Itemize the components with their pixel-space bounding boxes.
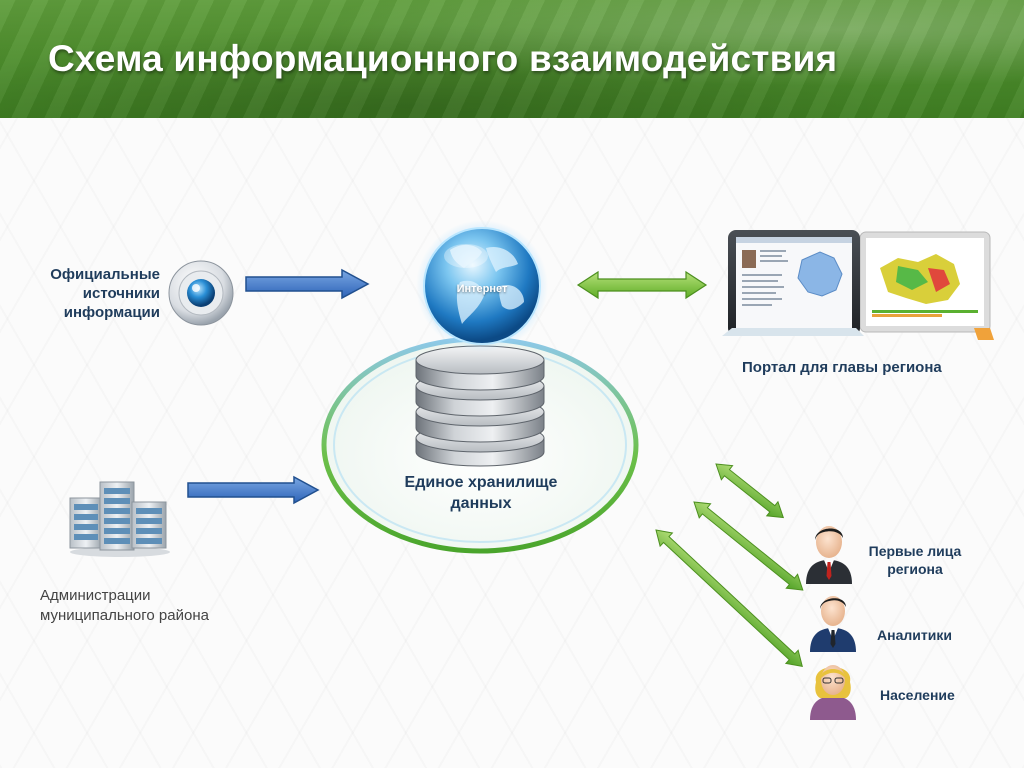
arrows-storage-to-users [655, 463, 804, 668]
population-avatar-icon [810, 665, 856, 720]
population-label: Население [880, 687, 955, 703]
first-persons-avatar-icon [806, 526, 852, 584]
official-sources-label: Официальные источники информации [50, 266, 160, 321]
storage-label: Единое хранилище данных [404, 474, 558, 512]
municipal-label: Администрации муниципального района [40, 587, 209, 624]
lens-icon [168, 260, 234, 326]
arrow-municipal-to-storage [187, 475, 320, 505]
globe-icon [416, 220, 548, 352]
analysts-avatar-icon [810, 596, 856, 652]
building-icon [69, 481, 170, 557]
analysts-label: Аналитики [877, 627, 952, 643]
first-persons-label: Первые лица региона [868, 543, 962, 577]
portal-tablets-icon [722, 230, 994, 340]
portal-label: Портал для главы региона [742, 359, 942, 376]
arrow-sources-to-internet [245, 268, 370, 300]
database-icon [415, 345, 545, 467]
header-banner: Схема информационного взаимодействия [0, 0, 1024, 118]
page-title: Схема информационного взаимодействия [48, 38, 838, 79]
internet-label: Интернет [456, 283, 508, 295]
arrow-internet-portal [576, 270, 708, 300]
